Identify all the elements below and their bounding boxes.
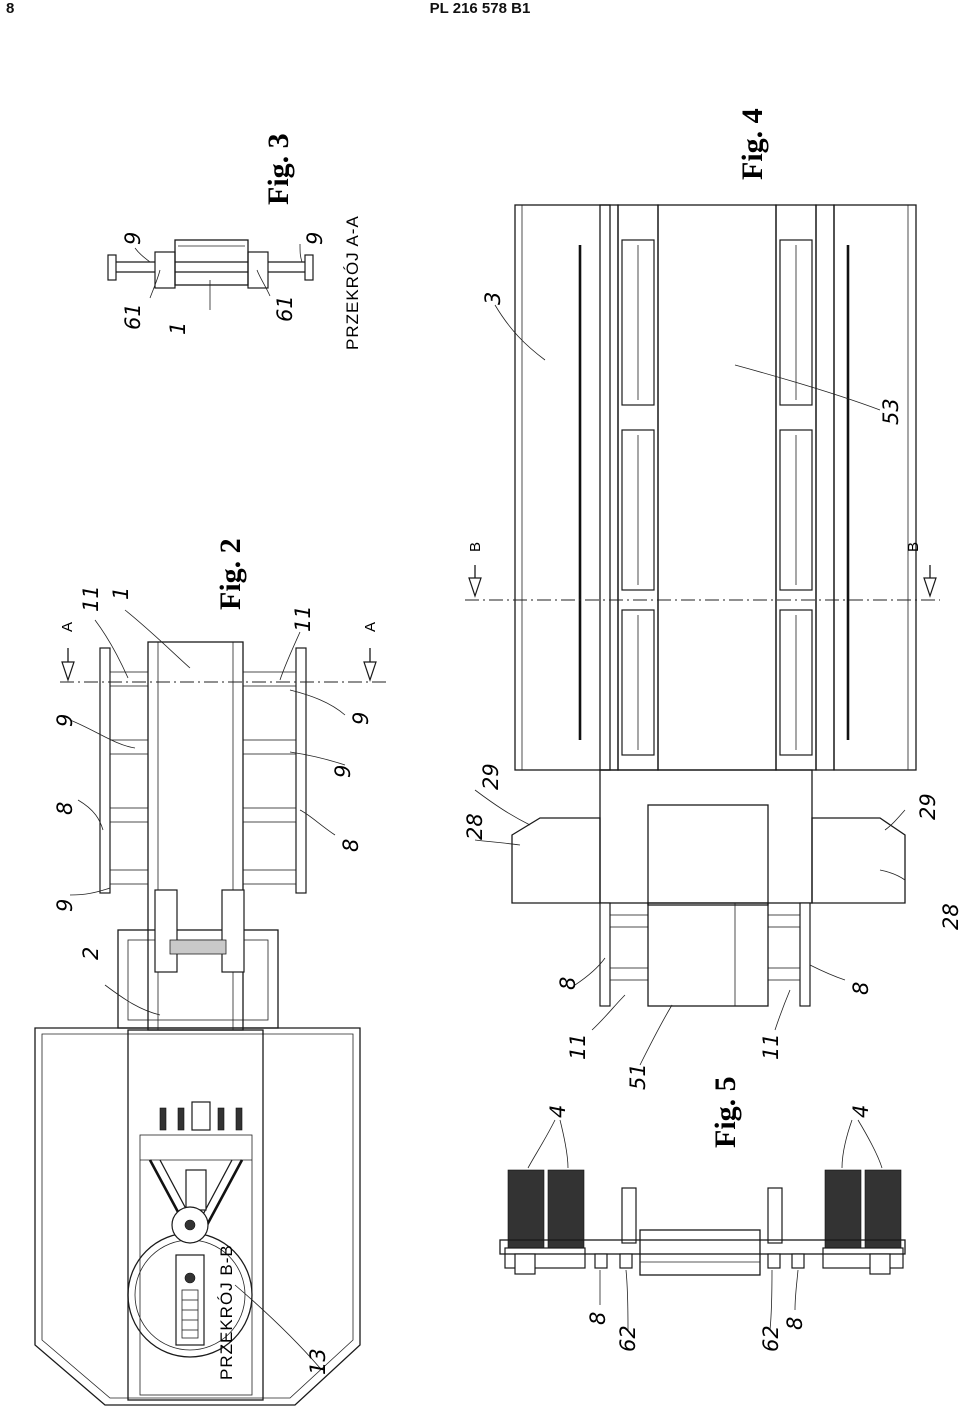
fig5-ref-8-right: 8 <box>783 1317 807 1330</box>
fig2-ref-8-top: 8 <box>53 802 77 815</box>
page-number: 8 <box>6 0 15 17</box>
fig4-ref-51: 51 <box>626 1063 650 1090</box>
fig3-label: Fig. 3 <box>262 133 295 205</box>
fig3-ref-9-top: 9 <box>121 232 145 245</box>
fig5-ref-4-left: 4 <box>546 1105 570 1118</box>
fig5-ref-62-right: 62 <box>759 1325 783 1352</box>
fig2-label: Fig. 2 <box>214 538 247 610</box>
fig4-label: Fig. 4 <box>736 108 769 180</box>
fig4-section-marker-left: B <box>467 542 484 552</box>
fig2-ref-9-bottom-a: 9 <box>349 712 373 725</box>
fig2-ref-9-top: 9 <box>53 899 77 912</box>
figure-2 <box>34 609 390 1406</box>
fig4-ref-3: 3 <box>481 292 505 305</box>
figure-3 <box>107 239 314 311</box>
fig5-section-caption: PRZEKRÓJ B-B <box>217 1244 236 1380</box>
fig2-section-marker-right: A <box>362 622 379 632</box>
fig5-ref-62-left: 62 <box>616 1325 640 1352</box>
fig4-ref-8-top: 8 <box>556 977 580 990</box>
fig3-ref-61-top: 61 <box>121 303 145 330</box>
figure-5 <box>499 1119 906 1331</box>
fig4-ref-28-top: 28 <box>463 813 487 840</box>
figure-4 <box>465 204 940 1066</box>
fig2-ref-11-bottom: 11 <box>291 605 315 632</box>
fig2-ref-9-bottom-b: 9 <box>331 765 355 778</box>
fig2-section-marker-left: A <box>59 622 76 632</box>
fig3-ref-61-bottom: 61 <box>273 295 297 322</box>
fig2-ref-8-bottom: 8 <box>339 839 363 852</box>
fig3-section-caption: PRZEKRÓJ A-A <box>343 215 362 350</box>
fig5-label: Fig. 5 <box>709 1076 742 1148</box>
fig4-ref-11-bottom: 11 <box>759 1033 783 1060</box>
fig2-ref-9-mid: 9 <box>53 714 77 727</box>
fig4-ref-53: 53 <box>879 398 903 425</box>
fig3-ref-9-bottom: 9 <box>303 232 327 245</box>
fig5-ref-8-left: 8 <box>586 1312 610 1325</box>
publication-number: PL 216 578 B1 <box>429 0 531 17</box>
fig2-ref-2: 2 <box>79 947 103 960</box>
fig4-ref-11-top: 11 <box>566 1033 590 1060</box>
fig4-ref-29-top: 29 <box>479 763 503 790</box>
fig4-ref-29-bottom: 29 <box>916 793 940 820</box>
fig2-ref-1: 1 <box>109 587 133 600</box>
fig3-ref-1: 1 <box>166 322 190 335</box>
fig4-ref-8-bottom: 8 <box>849 982 873 995</box>
fig5-ref-4-right: 4 <box>849 1105 873 1118</box>
fig4-section-marker-right: B <box>905 542 922 552</box>
fig2-ref-11-top: 11 <box>79 585 103 612</box>
fig4-ref-28-bottom: 28 <box>939 903 960 930</box>
fig2-ref-13: 13 <box>306 1348 330 1375</box>
